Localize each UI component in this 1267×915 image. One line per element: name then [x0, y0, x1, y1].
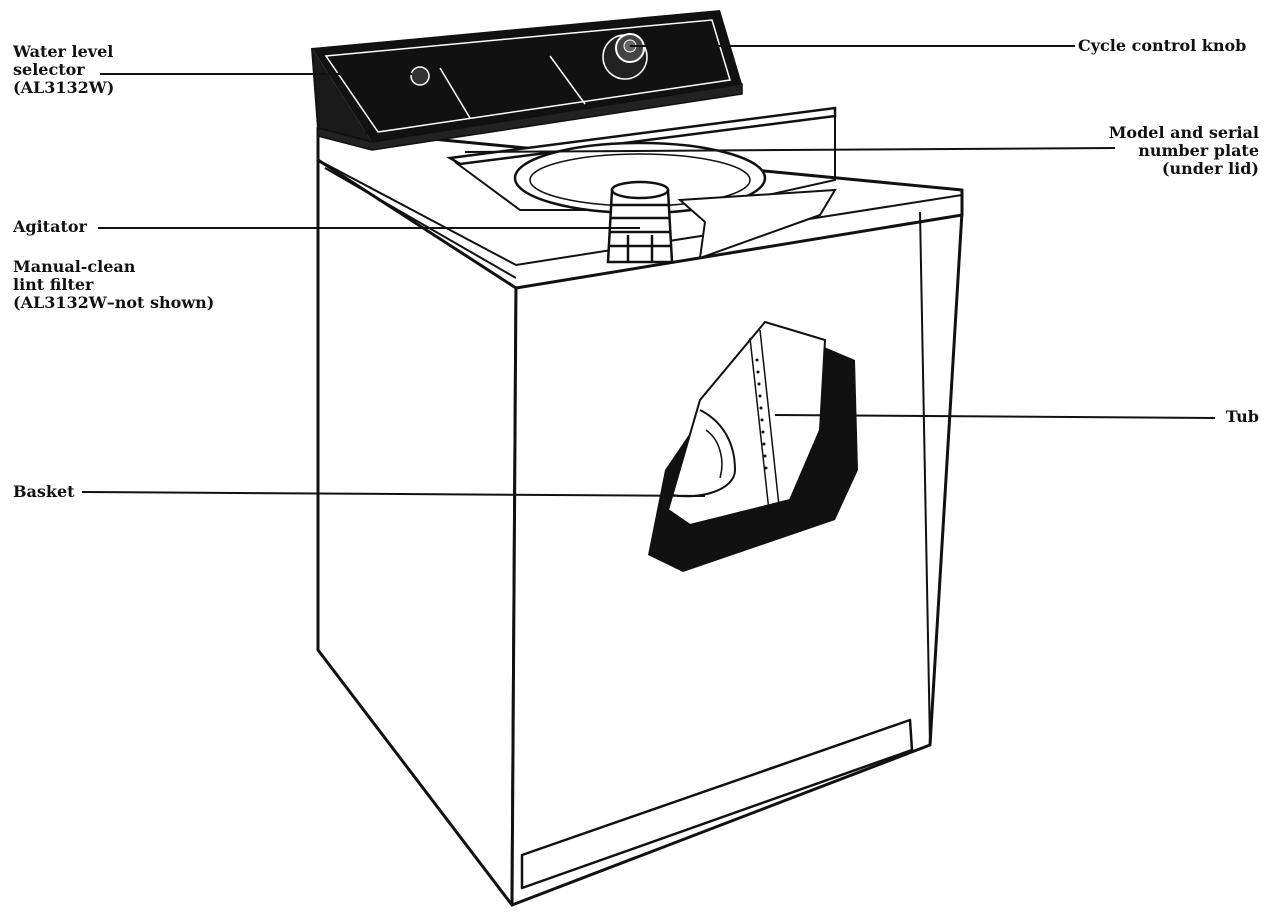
label-water-level-selector: Water level selector (AL3132W) — [13, 42, 115, 97]
label-model-serial-plate: Model and serial number plate (under lid… — [1108, 123, 1259, 178]
label-cycle-control-knob: Cycle control knob — [1078, 36, 1247, 55]
leader-tub — [774, 414, 1216, 419]
washer-toe-kick — [520, 718, 914, 890]
leader-model-plate — [464, 147, 1116, 153]
leader-lines — [81, 45, 1216, 497]
label-lint-filter: Manual-clean lint filter (AL3132W–not sh… — [13, 257, 215, 312]
cutaway-section — [648, 320, 858, 572]
washer-left-side — [316, 158, 518, 907]
leader-basket — [81, 491, 706, 497]
agitator-shape — [606, 180, 674, 264]
control-console — [311, 10, 743, 151]
label-basket: Basket — [13, 482, 75, 501]
label-tub: Tub — [1225, 407, 1259, 426]
label-agitator: Agitator — [13, 217, 87, 236]
water-level-knob — [410, 66, 430, 86]
